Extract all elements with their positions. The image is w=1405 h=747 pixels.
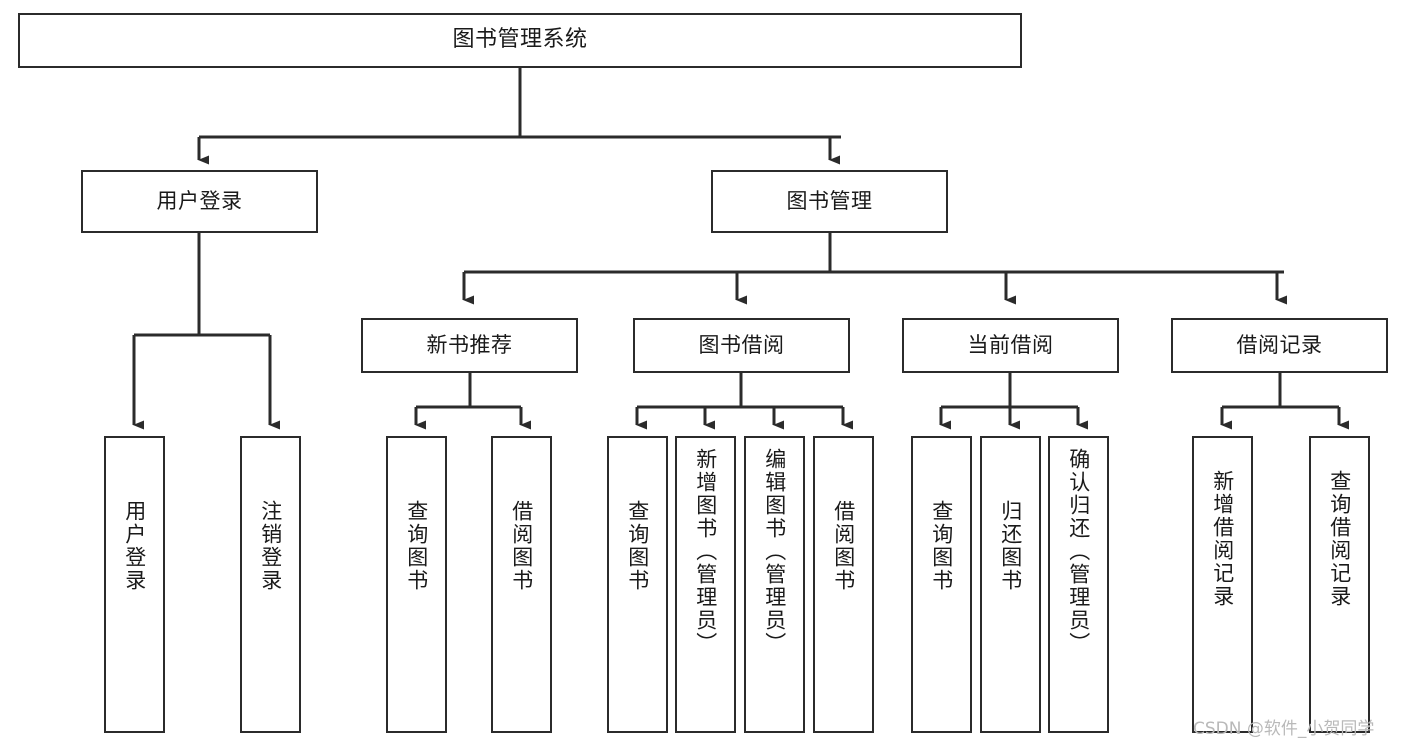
node-leaf-add-record-label: 新增借阅记录 — [1210, 470, 1235, 608]
node-root-label: 图书管理系统 — [452, 27, 588, 53]
node-leaf-query-book-3-label: 查询图书 — [929, 500, 954, 592]
node-book-borrow[interactable]: 图书借阅 — [633, 318, 850, 373]
node-borrow-record[interactable]: 借阅记录 — [1171, 318, 1388, 373]
node-leaf-confirm-return-label: 确认归还（管理员） — [1066, 448, 1091, 655]
node-new-book-rec[interactable]: 新书推荐 — [361, 318, 578, 373]
node-leaf-query-book-1[interactable]: 查询图书 — [386, 436, 447, 733]
node-leaf-add-record[interactable]: 新增借阅记录 — [1192, 436, 1253, 733]
node-book-borrow-label: 图书借阅 — [698, 332, 785, 357]
node-leaf-logout-login-label: 注销登录 — [258, 500, 283, 592]
node-leaf-query-book-2[interactable]: 查询图书 — [607, 436, 668, 733]
node-leaf-user-login-label: 用户登录 — [122, 500, 147, 592]
node-leaf-confirm-return[interactable]: 确认归还（管理员） — [1048, 436, 1109, 733]
node-root[interactable]: 图书管理系统 — [18, 13, 1022, 68]
node-book-manage[interactable]: 图书管理 — [711, 170, 948, 233]
node-book-manage-label: 图书管理 — [786, 188, 873, 213]
node-current-borrow[interactable]: 当前借阅 — [902, 318, 1119, 373]
node-leaf-query-book-2-label: 查询图书 — [625, 500, 650, 592]
node-leaf-query-record-label: 查询借阅记录 — [1327, 470, 1352, 608]
node-leaf-edit-book[interactable]: 编辑图书（管理员） — [744, 436, 805, 733]
node-current-borrow-label: 当前借阅 — [967, 332, 1054, 357]
node-leaf-borrow-book-2-label: 借阅图书 — [831, 500, 856, 592]
node-leaf-add-book[interactable]: 新增图书（管理员） — [675, 436, 736, 733]
node-leaf-return-book[interactable]: 归还图书 — [980, 436, 1041, 733]
node-leaf-borrow-book-1-label: 借阅图书 — [509, 500, 534, 592]
node-leaf-query-book-3[interactable]: 查询图书 — [911, 436, 972, 733]
node-leaf-query-book-1-label: 查询图书 — [404, 500, 429, 592]
node-leaf-edit-book-label: 编辑图书（管理员） — [762, 448, 787, 655]
node-new-book-rec-label: 新书推荐 — [426, 332, 513, 357]
node-leaf-return-book-label: 归还图书 — [998, 500, 1023, 592]
node-user-login-label: 用户登录 — [156, 188, 243, 213]
node-leaf-query-record[interactable]: 查询借阅记录 — [1309, 436, 1370, 733]
node-leaf-add-book-label: 新增图书（管理员） — [693, 448, 718, 655]
node-user-login[interactable]: 用户登录 — [81, 170, 318, 233]
node-leaf-borrow-book-1[interactable]: 借阅图书 — [491, 436, 552, 733]
node-leaf-logout-login[interactable]: 注销登录 — [240, 436, 301, 733]
node-leaf-user-login[interactable]: 用户登录 — [104, 436, 165, 733]
node-borrow-record-label: 借阅记录 — [1236, 332, 1323, 357]
node-leaf-borrow-book-2[interactable]: 借阅图书 — [813, 436, 874, 733]
